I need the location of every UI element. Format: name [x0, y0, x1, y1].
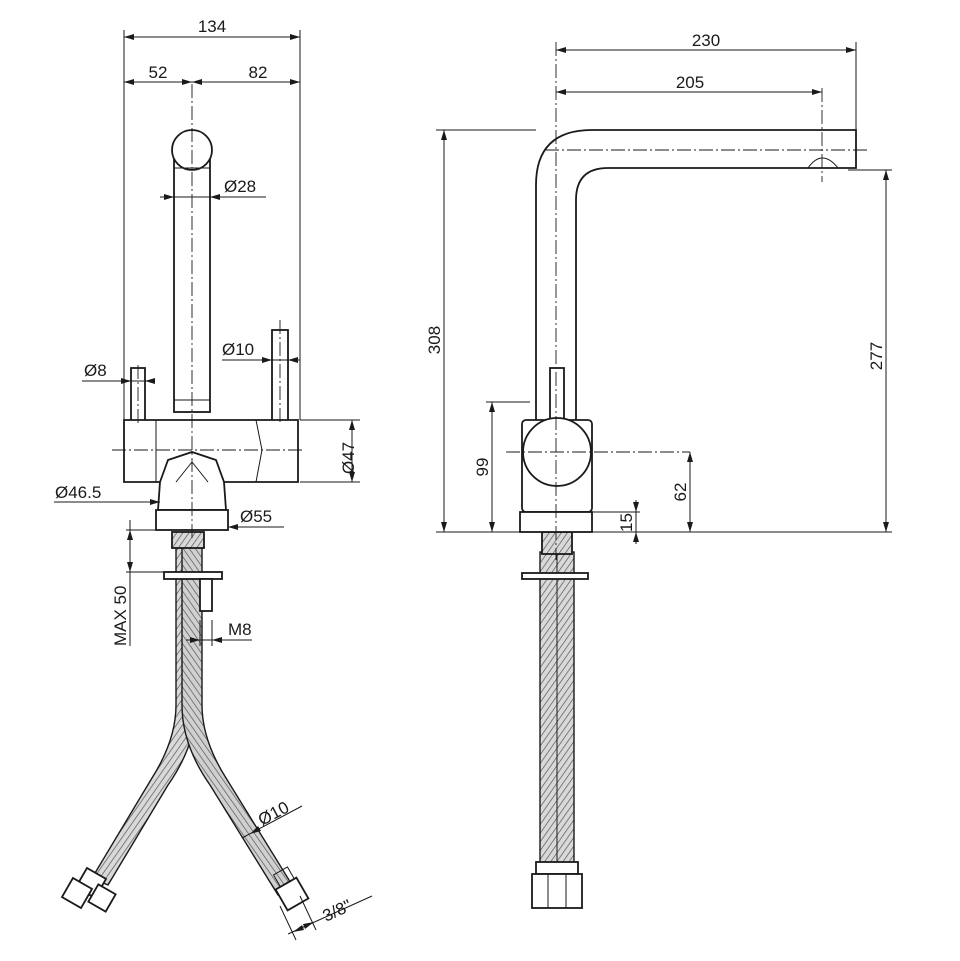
dim-dia-10-hose: Ø10 [255, 798, 292, 830]
front-hose-right [181, 544, 296, 896]
front-hose-connector-left [60, 866, 117, 913]
dim-m8: M8 [228, 620, 252, 639]
side-dim-height-outlet: 277 [592, 169, 892, 533]
front-shank [171, 531, 205, 549]
side-dim-reach-outlet: 205 [556, 73, 822, 95]
front-dim-spout-diameter: Ø28 [160, 177, 266, 200]
dim-277: 277 [867, 342, 886, 370]
front-hose-left [90, 544, 197, 886]
front-dim-handle-right: Ø10 [222, 340, 300, 363]
front-dim-base: Ø46.5 [54, 483, 160, 505]
front-dim-flange: Ø55 [228, 507, 284, 530]
side-dim-body-center: 62 [671, 452, 693, 532]
dim-dia-46-5: Ø46.5 [55, 483, 101, 502]
front-thread-rod [199, 578, 213, 612]
dim-52: 52 [149, 63, 168, 82]
side-dim-flange-height: 15 [592, 500, 640, 544]
dim-62: 62 [671, 483, 690, 502]
dim-dia-55: Ø55 [240, 507, 272, 526]
side-lock-plate [521, 572, 589, 580]
side-dim-reach-total: 230 [556, 31, 857, 130]
side-dim-height-total: 308 [425, 129, 536, 533]
dim-dia-47: Ø47 [339, 442, 358, 474]
front-dim-width-total: 134 [123, 17, 301, 420]
front-dim-handle-left: Ø8 [82, 361, 155, 384]
front-dim-thread: M8 [186, 620, 252, 646]
side-shank [541, 531, 573, 555]
front-dim-max-mount: MAX 50 [111, 520, 172, 646]
side-spout [535, 129, 857, 433]
front-hose-connector-right [272, 866, 310, 912]
side-hose-connector [531, 861, 583, 909]
dim-230: 230 [692, 31, 720, 50]
dim-308: 308 [425, 326, 444, 354]
dim-205: 205 [676, 73, 704, 92]
front-lock-plate [163, 571, 223, 580]
dim-max-50: MAX 50 [111, 586, 130, 646]
front-dim-width-split: 52 82 [124, 63, 300, 85]
dim-3-8-inch: 3/8" [320, 896, 355, 926]
front-dim-body-height: Ø47 [300, 419, 360, 483]
side-dim-handle-height: 99 [473, 401, 530, 532]
dim-dia-28: Ø28 [224, 177, 256, 196]
front-view: 134 52 82 Ø28 Ø10 [54, 17, 373, 941]
dim-dia-8: Ø8 [84, 361, 107, 380]
dim-82: 82 [249, 63, 268, 82]
dim-99: 99 [473, 458, 492, 477]
side-aerator [807, 157, 839, 169]
dim-dia-10-handle: Ø10 [222, 340, 254, 359]
dim-134: 134 [198, 17, 226, 36]
side-handle [549, 367, 565, 425]
side-view: 230 205 308 277 [425, 31, 892, 909]
dim-15: 15 [617, 513, 636, 532]
front-spout [173, 149, 211, 413]
